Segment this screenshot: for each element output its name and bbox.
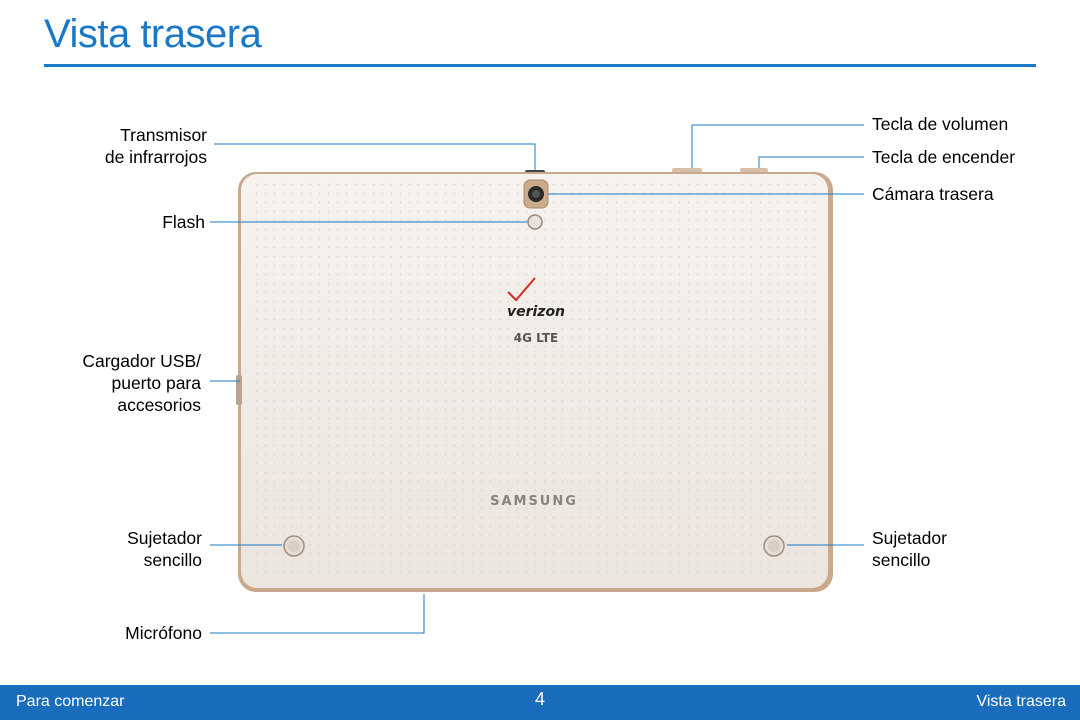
footer-section-label: Para comenzar [16,693,125,710]
callout-power-key: Tecla de encender [872,147,1016,167]
callout-ir-transmitter: Transmisor de infrarrojos [104,125,207,167]
callout-clip-left: Sujetador sencillo [127,528,202,570]
title-rule [44,64,1036,67]
flash-icon [527,214,543,230]
carrier-logo: verizon [507,304,565,320]
network-badge: 4G LTE [514,331,558,345]
callout-clip-right: Sujetador sencillo [872,528,947,570]
page-title: Vista trasera [44,12,262,56]
leader-mic [210,594,425,634]
tablet-texture [250,180,820,580]
leader-power [758,156,864,168]
leader-ir [214,143,536,170]
callout-microphone: Micrófono [125,623,202,643]
footer-chapter-label: Vista trasera [976,693,1066,710]
page-number: 4 [534,689,545,709]
page-footer: Para comenzar 4 Vista trasera [0,685,1080,720]
callout-rear-camera: Cámara trasera [872,184,994,204]
callout-flash: Flash [162,212,205,232]
leader-volume [691,124,864,168]
verizon-checkmark-icon [507,277,536,302]
usb-port [236,375,242,405]
brand-logo: SAMSUNG [490,494,578,509]
callout-usb: Cargador USB/ puerto para accesorios [82,351,201,415]
callout-volume-key: Tecla de volumen [872,114,1009,134]
